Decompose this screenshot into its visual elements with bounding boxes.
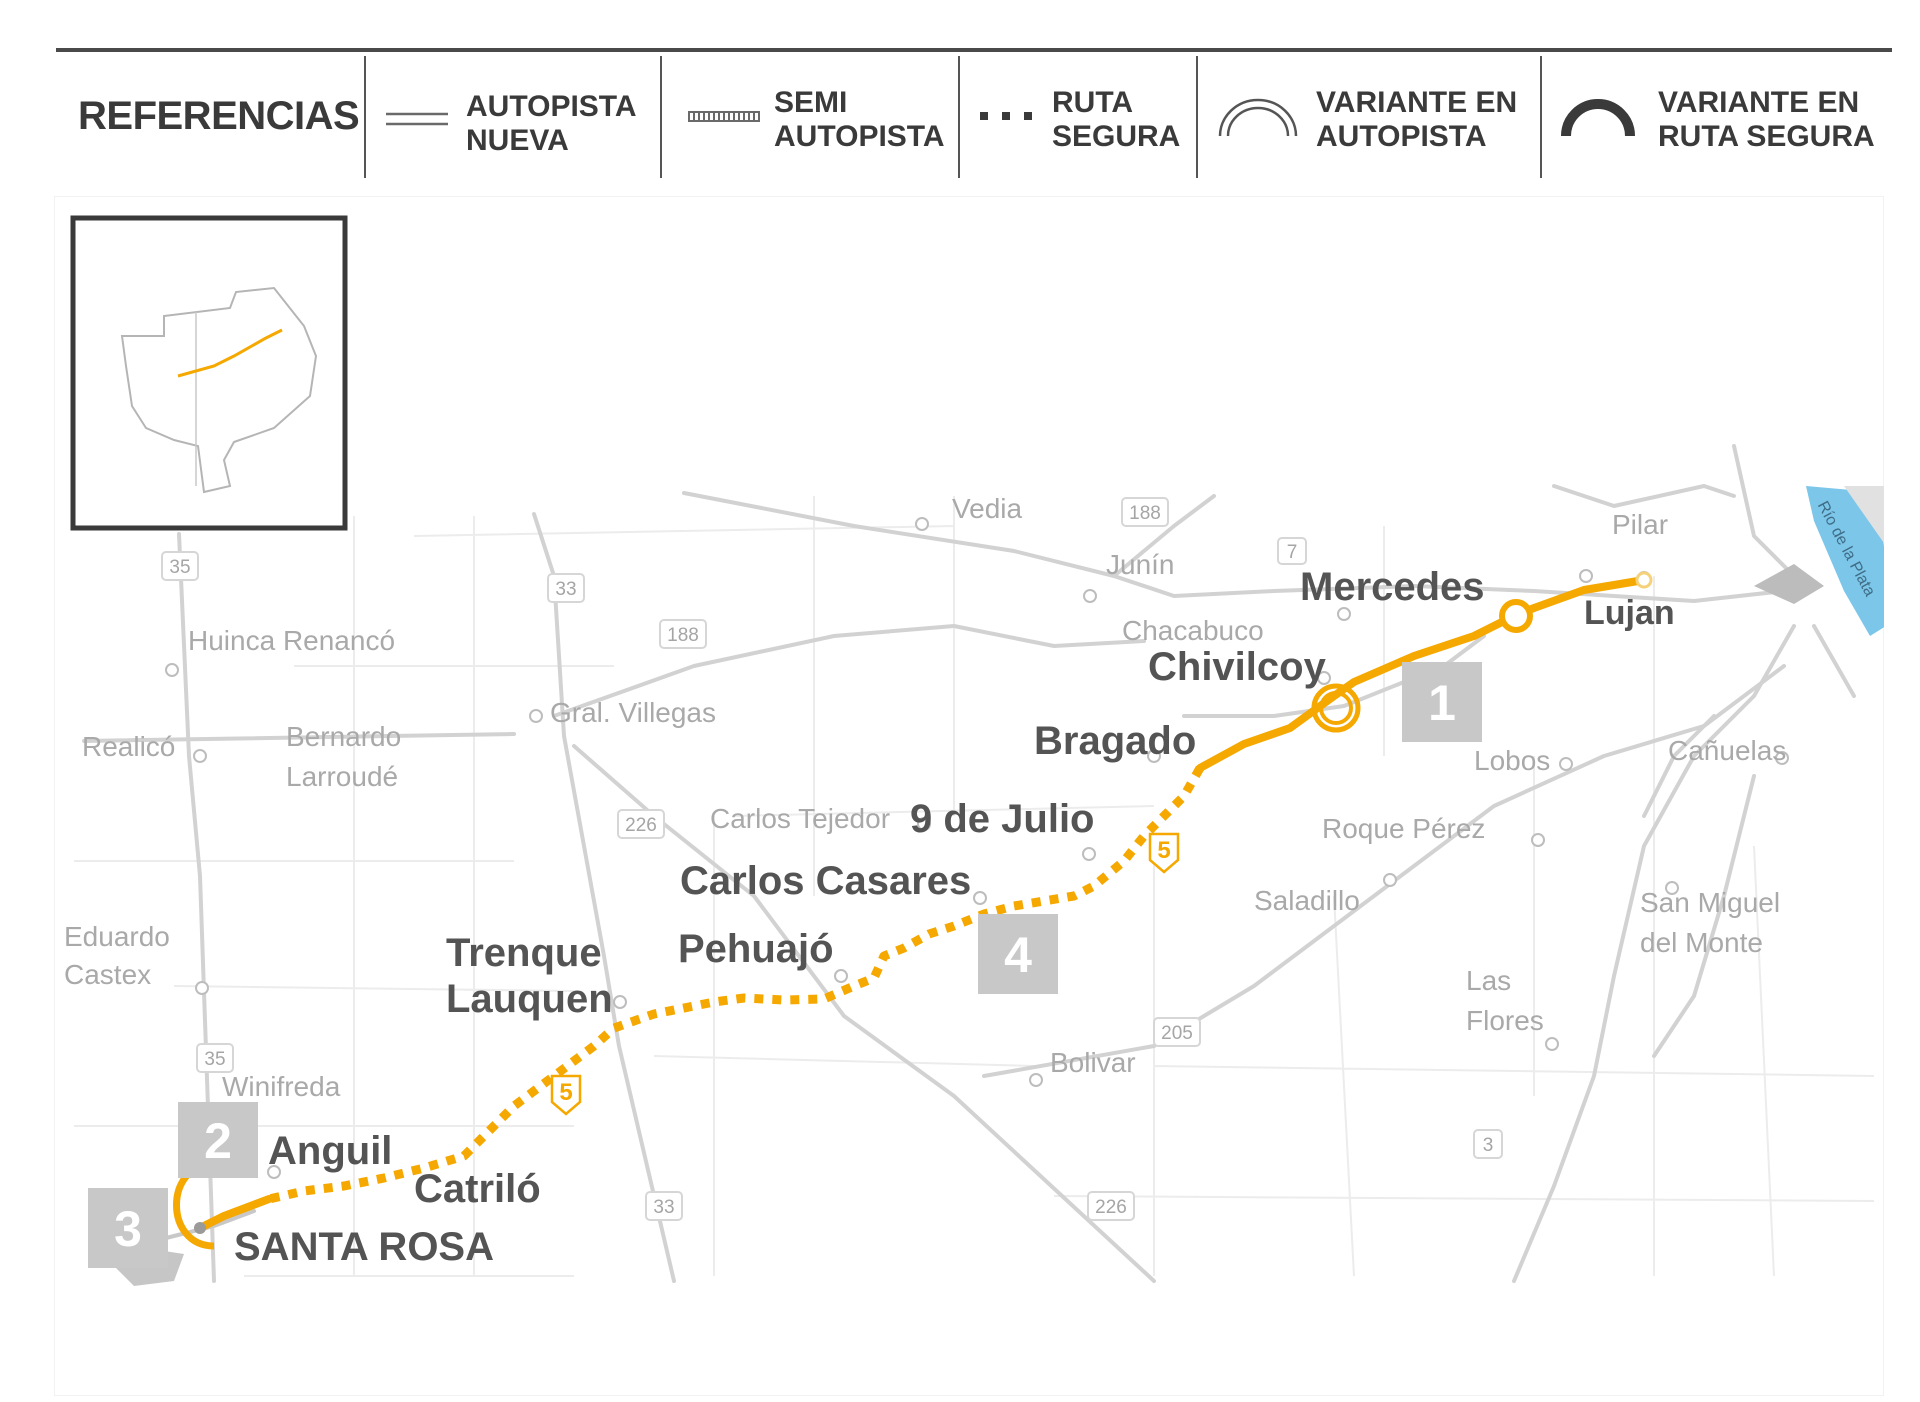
legend-divider [1196, 56, 1198, 178]
legend-divider [1540, 56, 1542, 178]
town-label: Castex [64, 959, 151, 990]
svg-text:3: 3 [1483, 1135, 1494, 1156]
svg-text:33: 33 [653, 1197, 674, 1218]
svg-text:1: 1 [1428, 675, 1456, 731]
road-shield: 7 [1277, 537, 1307, 565]
town-label: Lobos [1474, 745, 1550, 776]
section-number: 4 [978, 914, 1058, 994]
legend-divider [364, 56, 366, 178]
route-shield: 5 [1148, 832, 1180, 874]
river-area [1806, 486, 1884, 636]
svg-text:4: 4 [1004, 927, 1032, 983]
town-label: Saladillo [1254, 885, 1360, 916]
section-number: 2 [178, 1102, 258, 1178]
town-label: Vedia [952, 493, 1022, 524]
town-label: Mercedes [1300, 565, 1485, 609]
legend-item-ruta-segura: RUTA SEGURA [1052, 86, 1181, 153]
town-label: Bernardo [286, 721, 401, 752]
dotted-line-icon [980, 112, 1032, 120]
minor-town-labels: Vedia Pilar Junín Chacabuco Huinca Renan… [64, 493, 1786, 1102]
road-shield: 33 [645, 1191, 683, 1221]
major-town-labels: Mercedes Lujan Chivilcoy Bragado 9 de Ju… [234, 565, 1675, 1269]
svg-text:35: 35 [169, 557, 190, 578]
town-label: Realicó [82, 731, 175, 762]
hatched-line-icon [688, 111, 760, 122]
town-label: Carlos Casares [680, 859, 971, 903]
svg-text:2: 2 [204, 1113, 232, 1169]
land-area [1844, 486, 1884, 544]
town-label: San Miguel [1640, 887, 1780, 918]
road-shield: 3 [1473, 1129, 1503, 1159]
town-label: Larroudé [286, 761, 398, 792]
town-label: Cañuelas [1668, 735, 1786, 766]
road-shield: 35 [161, 551, 199, 581]
legend-title: REFERENCIAS [78, 94, 360, 138]
town-label: Bragado [1034, 719, 1196, 763]
section-number: 3 [88, 1188, 168, 1268]
town-label: Roque Pérez [1322, 813, 1485, 844]
town-label: Chacabuco [1122, 615, 1264, 646]
road-shield: 226 [617, 809, 665, 839]
svg-text:188: 188 [1129, 503, 1161, 524]
svg-text:33: 33 [555, 579, 576, 600]
svg-text:5: 5 [559, 1079, 572, 1106]
legend-bar: REFERENCIAS AUTOPISTA NUEVA SEMI AUTOPIS… [56, 48, 1892, 178]
double-arc-icon [1218, 98, 1298, 137]
road-shield: 35 [196, 1043, 234, 1073]
road-shield: 188 [659, 619, 707, 649]
town-label: Chivilcoy [1148, 645, 1327, 689]
town-dots [165, 517, 1789, 1179]
town-label: SANTA ROSA [234, 1225, 494, 1269]
town-label: 9 de Julio [910, 797, 1095, 841]
town-label: Lauquen [446, 977, 613, 1021]
legend-divider [958, 56, 960, 178]
town-label: Gral. Villegas [550, 697, 716, 728]
town-label: Bolivar [1050, 1047, 1136, 1078]
legend-item-variante-autopista: VARIANTE EN AUTOPISTA [1316, 86, 1518, 153]
city-area [1754, 564, 1824, 604]
town-label: del Monte [1640, 927, 1763, 958]
road-shield: 33 [547, 573, 585, 603]
town-label: Huinca Renancó [188, 625, 395, 656]
road-shield: 188 [1121, 497, 1169, 527]
town-label: Carlos Tejedor [710, 803, 890, 834]
legend-item-semi-autopista: SEMI AUTOPISTA [774, 86, 945, 153]
town-label: Anguil [268, 1129, 392, 1173]
locator-inset [70, 215, 348, 531]
svg-text:226: 226 [625, 815, 657, 836]
town-label: Trenque [446, 931, 602, 975]
road-shield: 205 [1153, 1017, 1201, 1047]
town-label: Las [1466, 965, 1511, 996]
solid-arc-icon [1561, 99, 1635, 137]
legend-item-variante-ruta-segura: VARIANTE EN RUTA SEGURA [1658, 86, 1875, 153]
town-label: Winifreda [222, 1071, 341, 1102]
svg-text:7: 7 [1287, 542, 1298, 563]
road-shields: 35 33 188 188 7 226 35 205 33 226 3 [161, 497, 1503, 1221]
road-shield: 226 [1087, 1191, 1135, 1221]
svg-text:5: 5 [1157, 837, 1170, 864]
legend-item-autopista-nueva: AUTOPISTA NUEVA [466, 90, 637, 157]
town-label: Catriló [414, 1167, 541, 1211]
town-label: Eduardo [64, 921, 170, 952]
town-label: Lujan [1584, 594, 1675, 632]
double-line-icon [386, 112, 448, 126]
svg-text:35: 35 [204, 1049, 225, 1070]
svg-text:3: 3 [114, 1201, 142, 1257]
svg-text:188: 188 [667, 625, 699, 646]
town-label: Pilar [1612, 509, 1668, 540]
route-map: Río de la Plata 35 33 188 188 7 226 35 2… [54, 196, 1884, 1396]
town-label: Junín [1106, 549, 1175, 580]
svg-text:205: 205 [1161, 1023, 1193, 1044]
legend-divider [660, 56, 662, 178]
town-label: Pehuajó [678, 927, 834, 971]
town-label: Flores [1466, 1005, 1544, 1036]
route-shield: 5 [550, 1074, 582, 1116]
section-number: 1 [1402, 662, 1482, 742]
svg-text:226: 226 [1095, 1197, 1127, 1218]
